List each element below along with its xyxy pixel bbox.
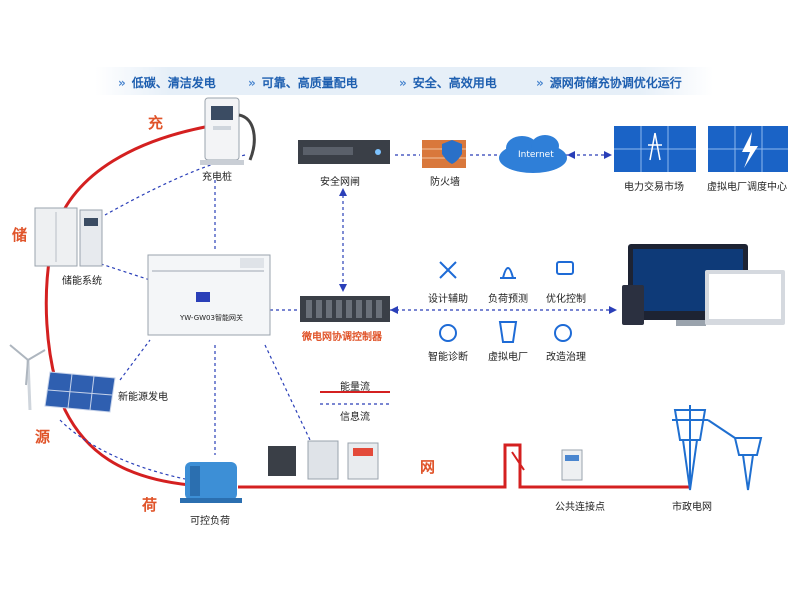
monitor-display-icon: [622, 244, 785, 326]
arrow-right-2: [604, 151, 612, 159]
banner-item-clean-generation: »低碳、清洁发电: [118, 76, 216, 90]
pcc-meter-icon: [561, 449, 583, 481]
charging-pile-icon: [200, 97, 256, 165]
banner-item-coordinated-operation: »源网荷储充协调优化运行: [536, 76, 682, 90]
label-load: 可控负荷: [190, 516, 230, 527]
label-storage: 储能系统: [62, 276, 102, 287]
internet-cloud-icon: [499, 135, 567, 173]
banner-item-reliable-distribution: »可靠、高质量配电: [248, 76, 358, 90]
label-power-market: 电力交易市场: [624, 182, 684, 193]
firewall-icon: [422, 140, 466, 168]
vpp-center-screen-icon: [708, 126, 788, 172]
arrow-up: [339, 188, 347, 196]
label-pcc: 公共连接点: [555, 502, 605, 513]
label-internet: Internet: [518, 150, 554, 160]
motor-icon: [180, 462, 242, 503]
arrow-left-2: [567, 151, 575, 159]
label-microgrid-controller: 微电网协调控制器: [302, 332, 382, 343]
transmission-tower-icon: [672, 405, 763, 491]
function-icons: [439, 261, 574, 343]
banner-bar: [95, 67, 713, 95]
smart-gateway-icon: [147, 254, 271, 336]
security-gateway-icon: [298, 140, 390, 164]
label-function-retrofit: 改造治理: [546, 352, 586, 363]
label-wang: 网: [420, 458, 436, 476]
label-renewable: 新能源发电: [118, 392, 168, 403]
label-gateway-model: YW-GW03智能网关: [180, 314, 243, 322]
info-flow-lines: [59, 154, 615, 481]
label-he: 荷: [142, 496, 158, 514]
label-charging-pile: 充电桩: [202, 172, 232, 183]
legend-info-flow: 信息流: [340, 412, 370, 423]
label-yuan: 源: [35, 428, 51, 446]
solar-panel-icon: [44, 371, 116, 413]
energy-flow-main-line: [238, 443, 690, 489]
label-security-gateway: 安全网闸: [320, 177, 360, 188]
power-market-screen-icon: [614, 126, 696, 172]
energy-flow-arc: [44, 125, 206, 487]
label-chu: 储: [12, 226, 28, 244]
label-function-virtual-plant: 虚拟电厂: [488, 352, 528, 363]
label-vpp-center: 虚拟电厂调度中心: [707, 182, 787, 193]
label-function-load-forecast: 负荷预测: [488, 294, 528, 305]
legend-energy-flow: 能量流: [340, 382, 370, 393]
arrow-down: [339, 284, 347, 292]
label-function-smart-diagnosis: 智能诊断: [428, 352, 468, 363]
arrow-right: [609, 306, 617, 314]
label-utility-grid: 市政电网: [672, 502, 712, 513]
breaker-switch: [511, 451, 525, 471]
banner-item-efficient-usage: »安全、高效用电: [399, 76, 497, 90]
microgrid-controller-icon: [300, 296, 390, 322]
wind-turbine-icon: [9, 344, 46, 411]
arrow-left: [390, 306, 398, 314]
label-function-design-aid: 设计辅助: [428, 294, 468, 305]
storage-icon: [34, 207, 103, 267]
label-function-optimal-control: 优化控制: [546, 294, 586, 305]
label-firewall: 防火墙: [430, 177, 460, 188]
label-chong: 充: [148, 114, 164, 132]
meter-devices-icon: [268, 440, 379, 480]
